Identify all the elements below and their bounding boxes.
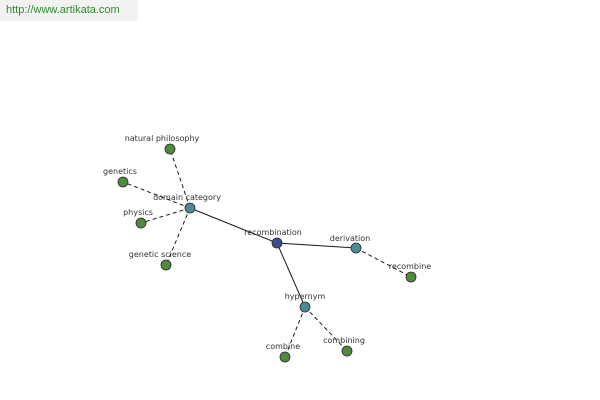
node-domain-category[interactable]: domain category bbox=[153, 193, 221, 214]
node-dot-derivation[interactable] bbox=[350, 242, 362, 254]
edge-recombination-to-hypernym bbox=[276, 242, 306, 308]
edge-recombination-to-domain-category bbox=[189, 207, 278, 244]
node-label-natural-philosophy: natural philosophy bbox=[125, 134, 200, 143]
node-recombine[interactable]: recombine bbox=[389, 262, 431, 283]
node-genetics[interactable]: genetics bbox=[103, 167, 137, 188]
node-label-genetic-science: genetic science bbox=[129, 250, 191, 259]
node-dot-combining[interactable] bbox=[341, 345, 353, 357]
edge-derivation-to-recombine bbox=[355, 247, 412, 278]
node-natural-philosophy[interactable]: natural philosophy bbox=[125, 134, 200, 155]
node-dot-genetics[interactable] bbox=[117, 176, 129, 188]
node-dot-recombine[interactable] bbox=[405, 271, 417, 283]
node-dot-combine[interactable] bbox=[279, 351, 291, 363]
node-label-genetics: genetics bbox=[103, 167, 137, 176]
node-label-domain-category: domain category bbox=[153, 193, 221, 202]
node-dot-physics[interactable] bbox=[135, 217, 147, 229]
node-label-derivation: derivation bbox=[330, 234, 370, 243]
site-url-link[interactable]: http://www.artikata.com bbox=[0, 0, 138, 21]
node-dot-hypernym[interactable] bbox=[299, 301, 311, 313]
node-hypernym[interactable]: hypernym bbox=[285, 292, 326, 313]
edge-hypernym-to-combine bbox=[284, 306, 306, 358]
edge-domain-category-to-genetic-science bbox=[165, 207, 191, 266]
edge-domain-category-to-genetics bbox=[122, 181, 191, 209]
node-dot-recombination[interactable] bbox=[271, 237, 283, 249]
node-label-combining: combining bbox=[323, 336, 365, 345]
node-derivation[interactable]: derivation bbox=[330, 234, 370, 254]
node-genetic-science[interactable]: genetic science bbox=[129, 250, 191, 271]
node-recombination[interactable]: recombination bbox=[244, 228, 302, 249]
node-label-physics: physics bbox=[123, 208, 153, 217]
edge-recombination-to-derivation bbox=[276, 242, 357, 249]
node-physics[interactable]: physics bbox=[123, 208, 153, 229]
edge-domain-category-to-natural-philosophy bbox=[169, 148, 191, 209]
node-dot-genetic-science[interactable] bbox=[160, 259, 172, 271]
node-label-combine: combine bbox=[266, 342, 300, 351]
node-label-hypernym: hypernym bbox=[285, 292, 326, 301]
graph-nodes: recombination domain category derivation hy… bbox=[103, 134, 431, 363]
edge-domain-category-to-physics bbox=[140, 207, 191, 224]
node-combining[interactable]: combining bbox=[323, 336, 365, 357]
node-label-recombination: recombination bbox=[244, 228, 302, 237]
edge-hypernym-to-combining bbox=[304, 306, 348, 352]
graph-edges bbox=[122, 148, 412, 358]
node-dot-natural-philosophy[interactable] bbox=[164, 143, 176, 155]
node-label-recombine: recombine bbox=[389, 262, 431, 271]
node-dot-domain-category[interactable] bbox=[184, 202, 196, 214]
node-combine[interactable]: combine bbox=[266, 342, 300, 363]
